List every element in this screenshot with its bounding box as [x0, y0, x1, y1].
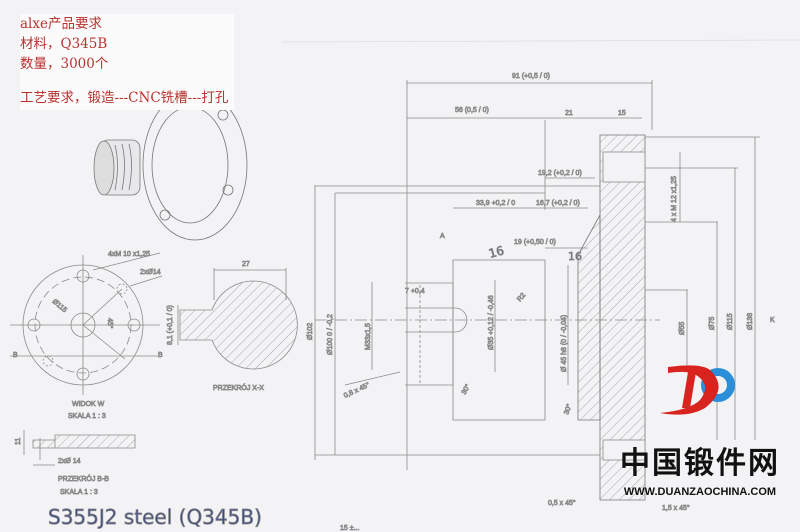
requirement-quantity: 数量，3000个: [20, 56, 109, 72]
section-bb-title: PRZEKRÓJ B-B: [58, 474, 109, 483]
view-w-title: WIDOK W: [72, 401, 105, 408]
dim-total: 91 (+0,5 / 0): [512, 73, 550, 80]
material-handwritten-note: S355J2 steel (Q345B): [48, 505, 262, 529]
dim-d35: Ø35 +0,12 / -0,46: [488, 295, 495, 350]
marker-a-top: A: [440, 233, 445, 240]
hand-roughness-16b: 16: [568, 250, 582, 263]
marker-k: K: [770, 317, 775, 324]
dim-19-2: 19,2 (+0,2 / 0): [538, 170, 582, 177]
dim-56: 56 (0,5 / 0): [455, 107, 489, 114]
main-section-view: 91 (+0,5 / 0) 56 (0,5 / 0) 21 15 19,2 (+…: [307, 73, 776, 532]
angle-label: 45°: [106, 318, 114, 329]
dim-15: 15: [618, 110, 626, 117]
requirement-title: alxe产品要求: [20, 16, 102, 32]
section-xx: 27 8,1 (+0,1 / 0) PRZEKRÓJ X-X: [167, 261, 298, 392]
dim-d55: Ø55: [679, 322, 686, 335]
dim-d100: Ø100 0 / -0,2: [327, 314, 334, 355]
bb-depth: 11: [15, 438, 22, 445]
section-marker-b-right: B: [158, 352, 163, 359]
part-photo: [93, 89, 248, 241]
brand-url: WWW.DUANZAOCHINA.COM: [623, 486, 777, 498]
dim-d138: Ø138: [747, 313, 754, 330]
dim-16-7: 16,7 (+0,2 / 0): [536, 200, 580, 207]
dim-33-9: 33,9 +0,2 / 0: [476, 200, 515, 207]
pcd-label: Ø115: [51, 298, 68, 314]
dim-chamfer2: 0,5 x 45°: [548, 499, 576, 507]
dim-19: 19 (+0,50 / 0): [514, 239, 556, 246]
dim-chamfer: 0,8 x 45°: [342, 381, 371, 400]
brand-watermark: 中国锻件网 WWW.DUANZAOCHINA.COM: [600, 438, 800, 498]
requirement-material: 材料，Q345B: [20, 36, 108, 52]
section-marker-b-left: B: [13, 352, 18, 359]
view-w: 4xM 10 x1,25 2xØ14 Ø115 45° B B WIDOK W …: [10, 251, 163, 420]
bottom-partial: 15 ±...: [340, 525, 359, 532]
key-depth: 8,1 (+0,1 / 0): [167, 305, 174, 345]
product-requirements: alxe产品要求 材料，Q345B 数量，3000个 工艺要求，锻造---CNC…: [20, 14, 235, 110]
slot-label: 7 +0,4: [405, 288, 425, 295]
view-w-scale: SKALA 1 : 3: [68, 413, 106, 420]
dim-d45: Ø 45 h8 (0 / -0,04): [561, 315, 568, 372]
dim-thread: M33x1,5: [365, 323, 372, 350]
dim-30a: 30°: [460, 383, 472, 396]
dim-holes-right: 4 x M 12 x1,25: [671, 176, 678, 222]
bb-hole: 2xØ 14: [58, 458, 81, 465]
dim-d102: Ø102: [307, 323, 314, 340]
dim-chamfer3: 1,5 x 45°: [662, 504, 690, 512]
dim-21: 21: [565, 110, 573, 117]
dim-d115: Ø115: [727, 313, 734, 330]
width-27: 27: [242, 261, 250, 268]
brand-name: 中国锻件网: [620, 446, 780, 481]
section-bb-scale: SKALA 1 : 3: [60, 489, 98, 496]
dim-30b: 30°: [562, 403, 573, 416]
requirement-process: 工艺要求，锻造---CNC铣槽---打孔: [20, 90, 229, 106]
section-bb: 11 2xØ 14 PRZEKRÓJ B-B SKALA 1 : 3: [15, 430, 136, 496]
dim-r2: R2: [516, 292, 527, 303]
section-xx-title: PRZEKRÓJ X-X: [213, 383, 264, 392]
dim-d75: Ø75: [709, 317, 716, 330]
holes-label: 4xM 10 x1,25: [108, 251, 150, 258]
brand-logo-icon: [660, 365, 735, 415]
hand-roughness-16a: 16: [487, 243, 505, 260]
pin-holes-label: 2xØ14: [140, 269, 161, 276]
